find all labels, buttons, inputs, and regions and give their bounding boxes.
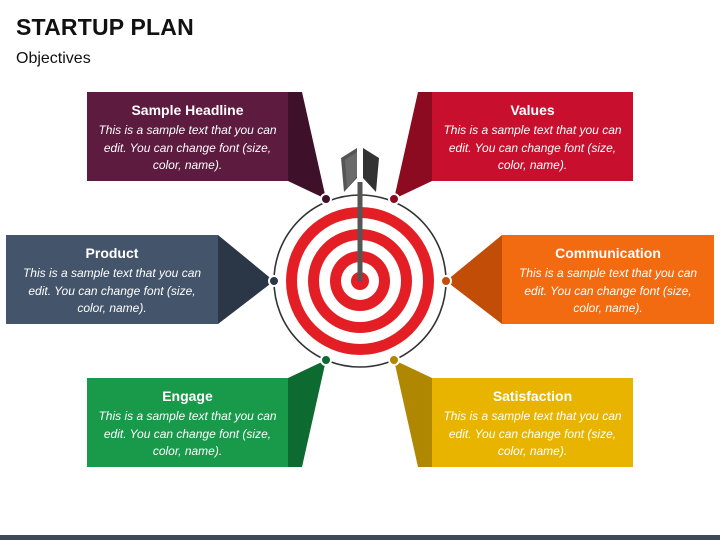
card-text: This is a sample text that you can edit.… bbox=[98, 409, 277, 458]
connector-satisfaction bbox=[394, 360, 432, 467]
connector-values bbox=[394, 92, 432, 199]
arrow-icon bbox=[341, 148, 379, 282]
dot-product bbox=[268, 275, 280, 287]
card-product: Product This is a sample text that you c… bbox=[6, 235, 218, 324]
connector-product bbox=[218, 235, 274, 324]
card-heading: Values bbox=[510, 102, 555, 118]
card-text: This is a sample text that you can edit.… bbox=[518, 266, 698, 315]
dot-headline bbox=[320, 193, 332, 205]
card-communication: Communication This is a sample text that… bbox=[502, 235, 714, 324]
card-text: This is a sample text that you can edit.… bbox=[443, 409, 622, 458]
card-values: Values This is a sample text that you ca… bbox=[432, 92, 633, 181]
card-heading: Engage bbox=[162, 388, 213, 404]
card-heading: Communication bbox=[555, 245, 661, 261]
card-text: This is a sample text that you can edit.… bbox=[22, 266, 202, 315]
connector-communication bbox=[446, 235, 502, 324]
dot-communication bbox=[440, 275, 452, 287]
connector-headline bbox=[288, 92, 326, 199]
card-text: This is a sample text that you can edit.… bbox=[443, 123, 622, 172]
connector-engage bbox=[288, 360, 326, 467]
page-title: STARTUP PLAN bbox=[16, 14, 194, 40]
card-heading: Sample Headline bbox=[131, 102, 244, 118]
card-engage: Engage This is a sample text that you ca… bbox=[87, 378, 288, 467]
footer-bar bbox=[0, 535, 720, 540]
page-subtitle: Objectives bbox=[16, 50, 91, 67]
card-text: This is a sample text that you can edit.… bbox=[98, 123, 277, 172]
card-heading: Product bbox=[85, 245, 139, 261]
card-sample-headline: Sample Headline This is a sample text th… bbox=[87, 92, 288, 181]
dot-engage bbox=[320, 354, 332, 366]
dot-values bbox=[388, 193, 400, 205]
card-heading: Satisfaction bbox=[492, 388, 573, 404]
dot-satisfaction bbox=[388, 354, 400, 366]
card-satisfaction: Satisfaction This is a sample text that … bbox=[432, 378, 633, 467]
